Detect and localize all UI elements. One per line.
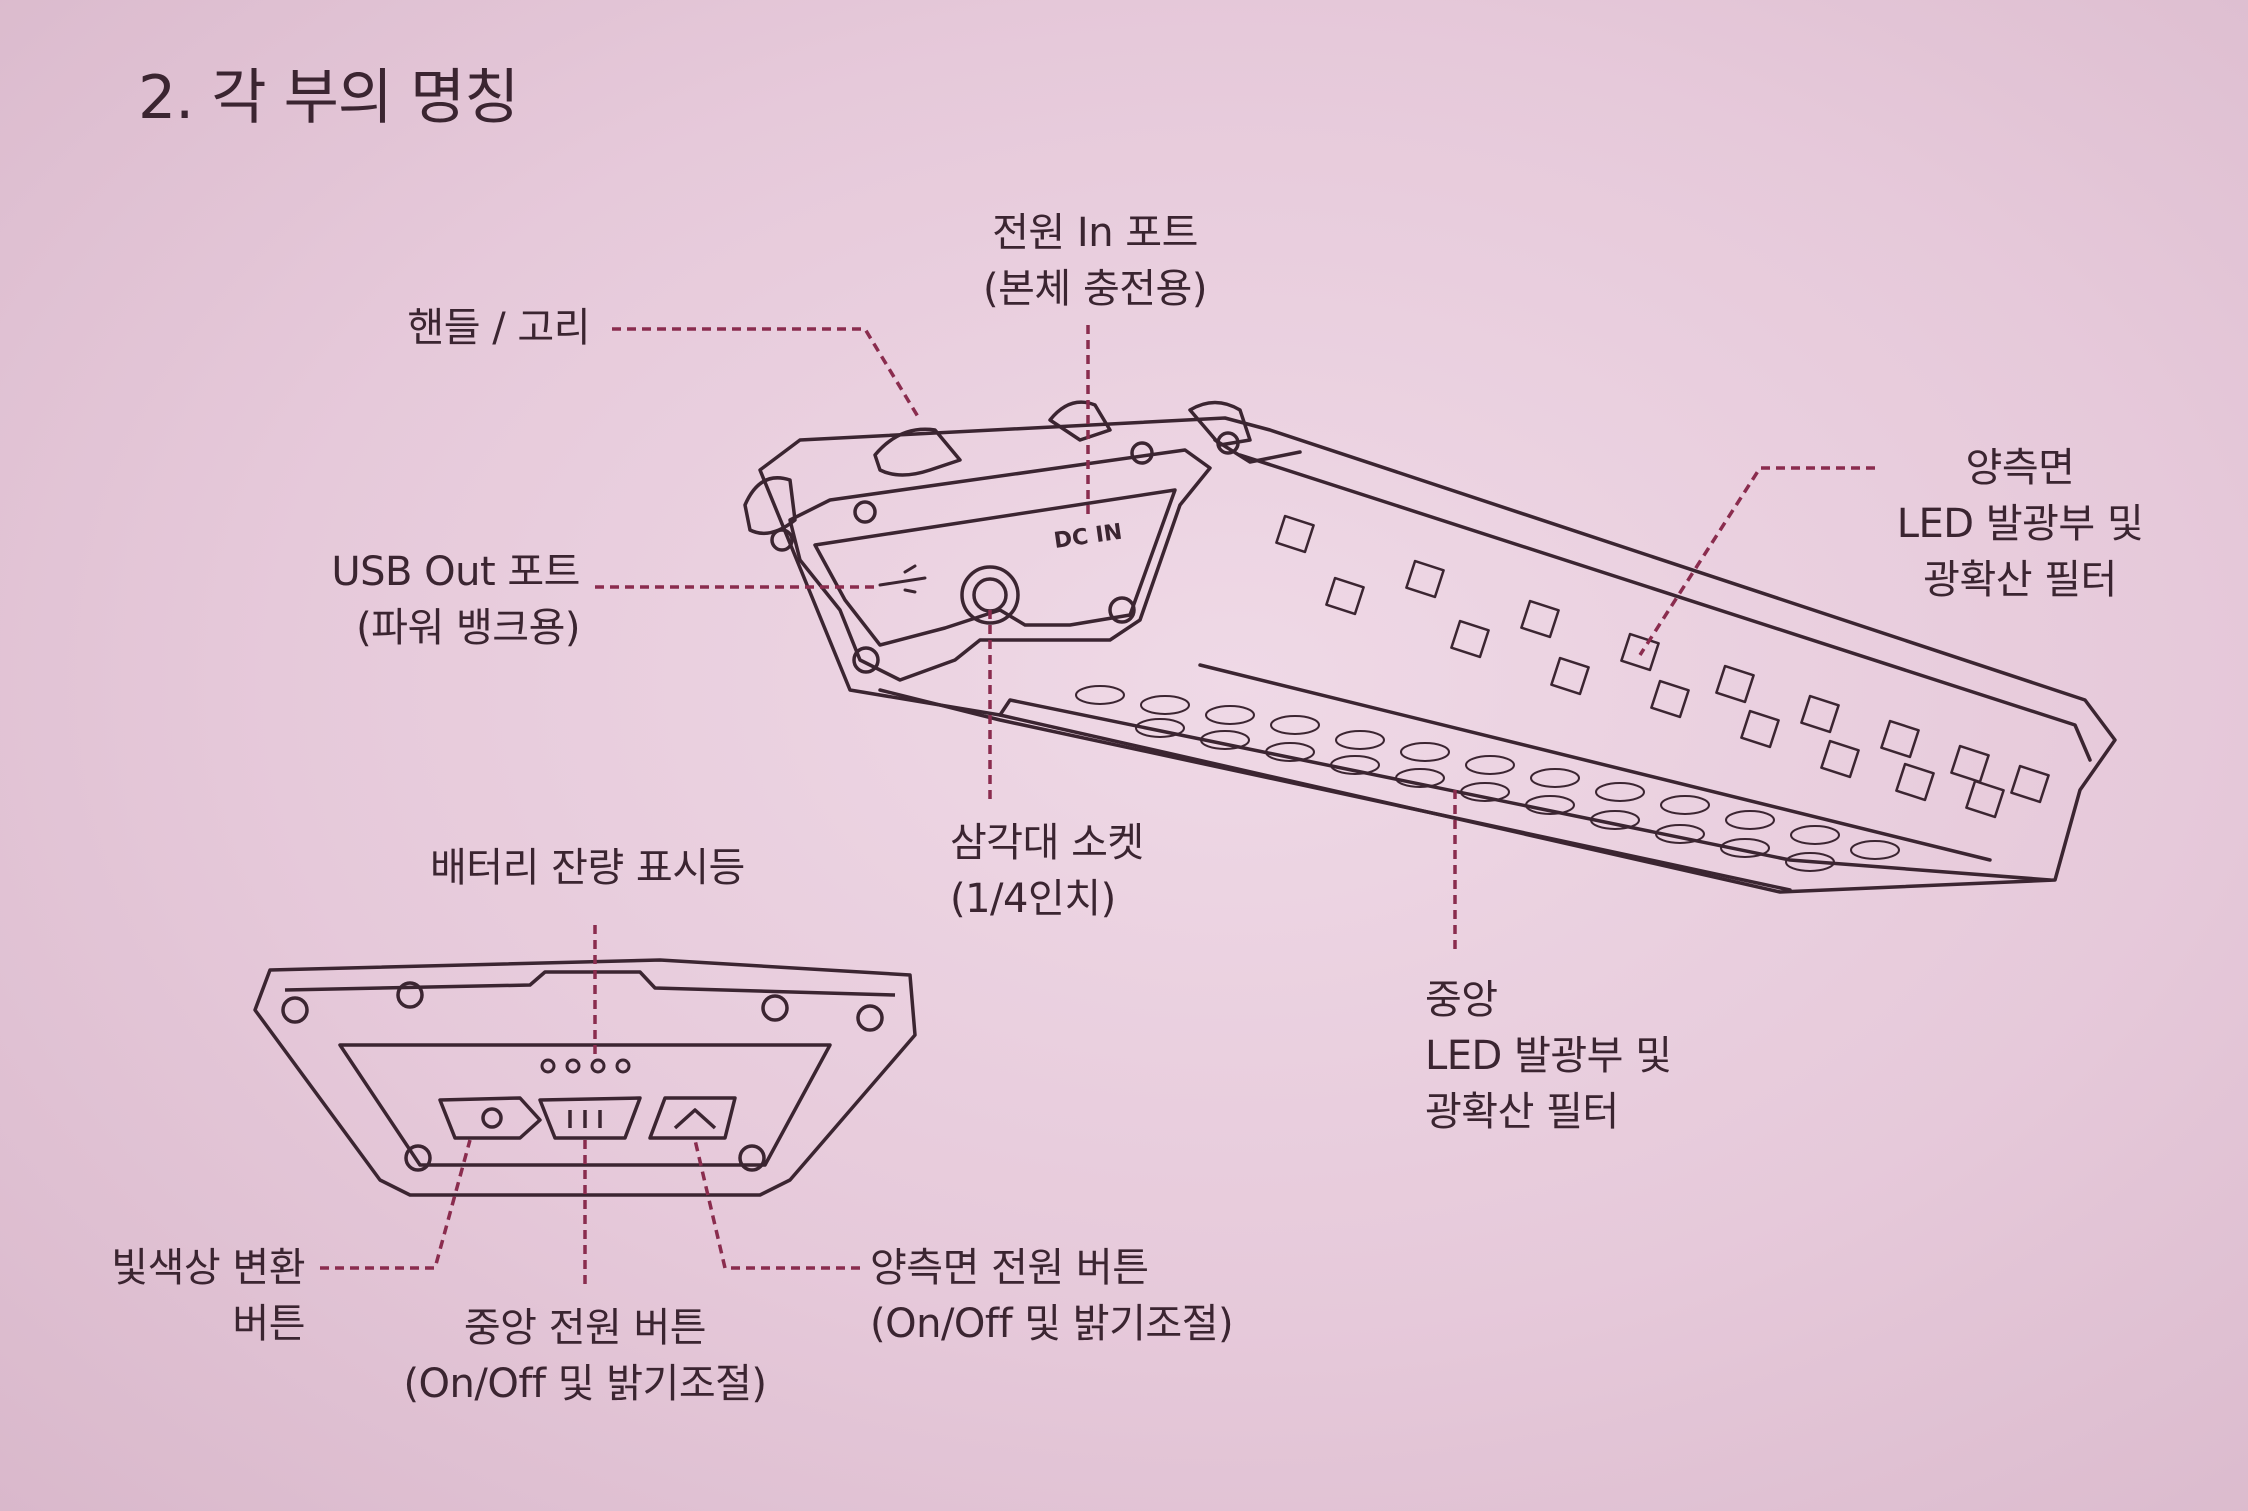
leader-side-led — [1638, 466, 1875, 656]
center-power-button — [538, 1096, 642, 1140]
label-power-in: 전원 In 포트(본체 충전용) — [983, 210, 1207, 312]
end-cap-face — [788, 448, 1212, 682]
handle-lug — [743, 476, 797, 536]
side-led-windows — [1275, 514, 2050, 819]
screw — [853, 500, 877, 524]
usb-symbol — [878, 564, 927, 594]
screw — [1216, 431, 1240, 455]
screw — [856, 1004, 884, 1032]
label-battery-indicator: 배터리 잔량 표시등 — [430, 845, 745, 891]
control-panel-illustration — [253, 958, 917, 1197]
screw — [396, 981, 424, 1009]
label-usb-out: USB Out 포트(파워 뱅크용) — [331, 549, 580, 651]
label-center-power-button: 중앙 전원 버튼(On/Off 및 밝기조절) — [403, 1305, 767, 1407]
lamp-body-outline — [758, 416, 2117, 894]
dc-in-marking: DC IN — [1052, 520, 1123, 554]
leader-color-btn — [320, 1139, 472, 1270]
screw — [852, 646, 880, 674]
screw — [761, 994, 789, 1022]
screw — [770, 528, 794, 552]
page-title: 2. 각 부의 명칭 — [138, 63, 519, 133]
side-power-button — [648, 1096, 737, 1140]
leader-handle — [612, 327, 922, 421]
screw — [1108, 596, 1136, 624]
label-side-power-button: 양측면 전원 버튼(On/Off 및 밝기조절) — [870, 1245, 1234, 1347]
screw — [281, 996, 309, 1024]
screw — [1130, 441, 1154, 465]
leader-side-power — [693, 1139, 860, 1270]
lamp-top-edge — [1238, 453, 2092, 762]
tripod-socket — [960, 565, 1020, 625]
battery-indicator-dots — [540, 1058, 631, 1074]
screw — [404, 1144, 432, 1172]
label-handle: 핸들 / 고리 — [407, 305, 590, 351]
center-led-holes — [1075, 685, 1900, 872]
color-change-button — [438, 1096, 542, 1140]
label-tripod-socket: 삼각대 소켓(1/4인치) — [950, 820, 1144, 922]
screw — [738, 1144, 766, 1172]
